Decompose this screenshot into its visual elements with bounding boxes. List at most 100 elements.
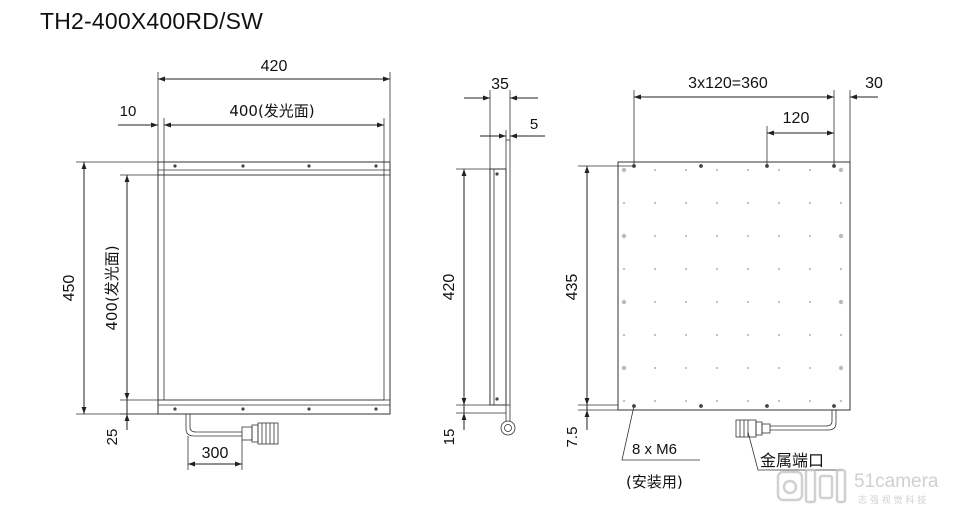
front-panel-outline xyxy=(157,161,391,415)
front-bottom-hole xyxy=(307,407,311,411)
back-grid-dot xyxy=(715,267,719,271)
watermark-brand: 51camera xyxy=(854,471,939,492)
back-grid-dot xyxy=(621,299,627,305)
front-top-holes xyxy=(173,164,378,168)
back-grid-dot xyxy=(622,399,626,403)
back-grid-dot xyxy=(777,201,781,205)
back-grid-dot xyxy=(808,234,812,238)
back-grid-dot xyxy=(653,234,657,238)
back-grid-dot xyxy=(684,201,688,205)
back-grid-dot xyxy=(653,399,657,403)
side-dim-flange: 5 xyxy=(530,116,538,133)
back-grid-dot xyxy=(746,399,750,403)
front-top-hole xyxy=(241,164,245,168)
side-dim-height: 420 xyxy=(441,274,458,301)
back-grid-dot xyxy=(684,366,688,370)
back-grid-dot xyxy=(838,167,844,173)
back-grid-dot xyxy=(777,300,781,304)
back-grid-dot xyxy=(653,300,657,304)
back-mount-note: (安装用) xyxy=(626,473,683,491)
back-grid-dot xyxy=(808,300,812,304)
back-grid-dot xyxy=(622,267,626,271)
back-grid-dot xyxy=(777,234,781,238)
back-grid-dot xyxy=(684,300,688,304)
back-grid-dot xyxy=(653,201,657,205)
back-grid-dot xyxy=(621,365,627,371)
back-mount-hole xyxy=(832,404,836,408)
back-mount-holes-label: 8 x M6 xyxy=(632,441,677,458)
front-cable xyxy=(189,414,242,433)
back-dim-edge-offset: 30 xyxy=(865,75,883,92)
back-dim-height: 435 xyxy=(564,274,581,301)
back-grid-dot xyxy=(746,267,750,271)
back-grid-dot xyxy=(653,366,657,370)
back-mount-hole xyxy=(699,404,703,408)
front-top-hole xyxy=(307,164,311,168)
front-bottom-hole xyxy=(374,407,378,411)
back-grid-dot xyxy=(653,267,657,271)
back-grid-dot xyxy=(715,234,719,238)
side-dim-thickness: 35 xyxy=(491,76,509,93)
back-grid-dot xyxy=(715,168,719,172)
back-dim-hole-span: 3x120=360 xyxy=(688,75,768,92)
back-grid-dot xyxy=(715,399,719,403)
back-connector-icon xyxy=(735,419,771,438)
front-dim-height-overall: 450 xyxy=(61,275,78,302)
back-grid-dot xyxy=(746,300,750,304)
back-grid-dot xyxy=(839,201,843,205)
back-grid-dot xyxy=(746,234,750,238)
back-grid-dot xyxy=(715,300,719,304)
back-grid-dot xyxy=(808,201,812,205)
side-view: 35 5 420 15 xyxy=(441,76,545,445)
back-grid-dot xyxy=(777,333,781,337)
camera-logo-icon xyxy=(776,468,847,504)
back-grid-dot xyxy=(808,168,812,172)
back-grid-dot xyxy=(622,201,626,205)
back-grid-dot xyxy=(746,333,750,337)
front-dim-width-overall: 420 xyxy=(261,58,288,75)
back-grid-dot xyxy=(808,267,812,271)
back-grid-dot xyxy=(838,365,844,371)
back-grid-dot xyxy=(746,201,750,205)
back-grid-dot xyxy=(684,267,688,271)
front-bottom-holes xyxy=(173,407,378,411)
back-panel-outline xyxy=(617,161,851,411)
front-dim-edge: 10 xyxy=(120,103,137,120)
back-grid-dot xyxy=(715,366,719,370)
back-grid-dots xyxy=(621,167,844,403)
back-grid-dot xyxy=(653,333,657,337)
watermark-tagline: 志 强 视 觉 科 技 xyxy=(858,494,926,506)
front-bottom-hole xyxy=(173,407,177,411)
back-grid-dot xyxy=(808,333,812,337)
side-flange xyxy=(505,139,511,406)
back-grid-dot xyxy=(777,168,781,172)
back-grid-dot xyxy=(839,267,843,271)
back-grid-dot xyxy=(684,333,688,337)
back-grid-dot xyxy=(839,399,843,403)
side-dim-bottom: 15 xyxy=(441,429,458,446)
front-bottom-hole xyxy=(241,407,245,411)
back-grid-dot xyxy=(653,168,657,172)
back-view: 3x120=360 30 120 435 7.5 8 x M6 (安装用) 金属… xyxy=(564,75,883,491)
back-grid-dot xyxy=(839,333,843,337)
back-port-label: 金属端口 xyxy=(760,451,824,470)
back-grid-dot xyxy=(715,333,719,337)
front-dim-cable-length: 300 xyxy=(202,445,229,462)
front-view: 420 400(发光面) 10 450 400(发光面) 25 300 xyxy=(61,58,391,470)
back-cable xyxy=(770,410,833,427)
back-grid-dot xyxy=(808,366,812,370)
back-mount-hole xyxy=(765,404,769,408)
back-dim-bottom: 7.5 xyxy=(564,427,581,448)
back-grid-dot xyxy=(621,233,627,239)
back-grid-dot xyxy=(684,168,688,172)
side-connector-icon xyxy=(500,420,516,436)
back-grid-dot xyxy=(684,234,688,238)
drawing-title: TH2-400X400RD/SW xyxy=(40,8,264,34)
back-grid-dot xyxy=(622,333,626,337)
back-grid-dot xyxy=(777,267,781,271)
front-top-hole xyxy=(173,164,177,168)
back-grid-dot xyxy=(838,233,844,239)
back-grid-dot xyxy=(746,366,750,370)
back-grid-dot xyxy=(777,399,781,403)
